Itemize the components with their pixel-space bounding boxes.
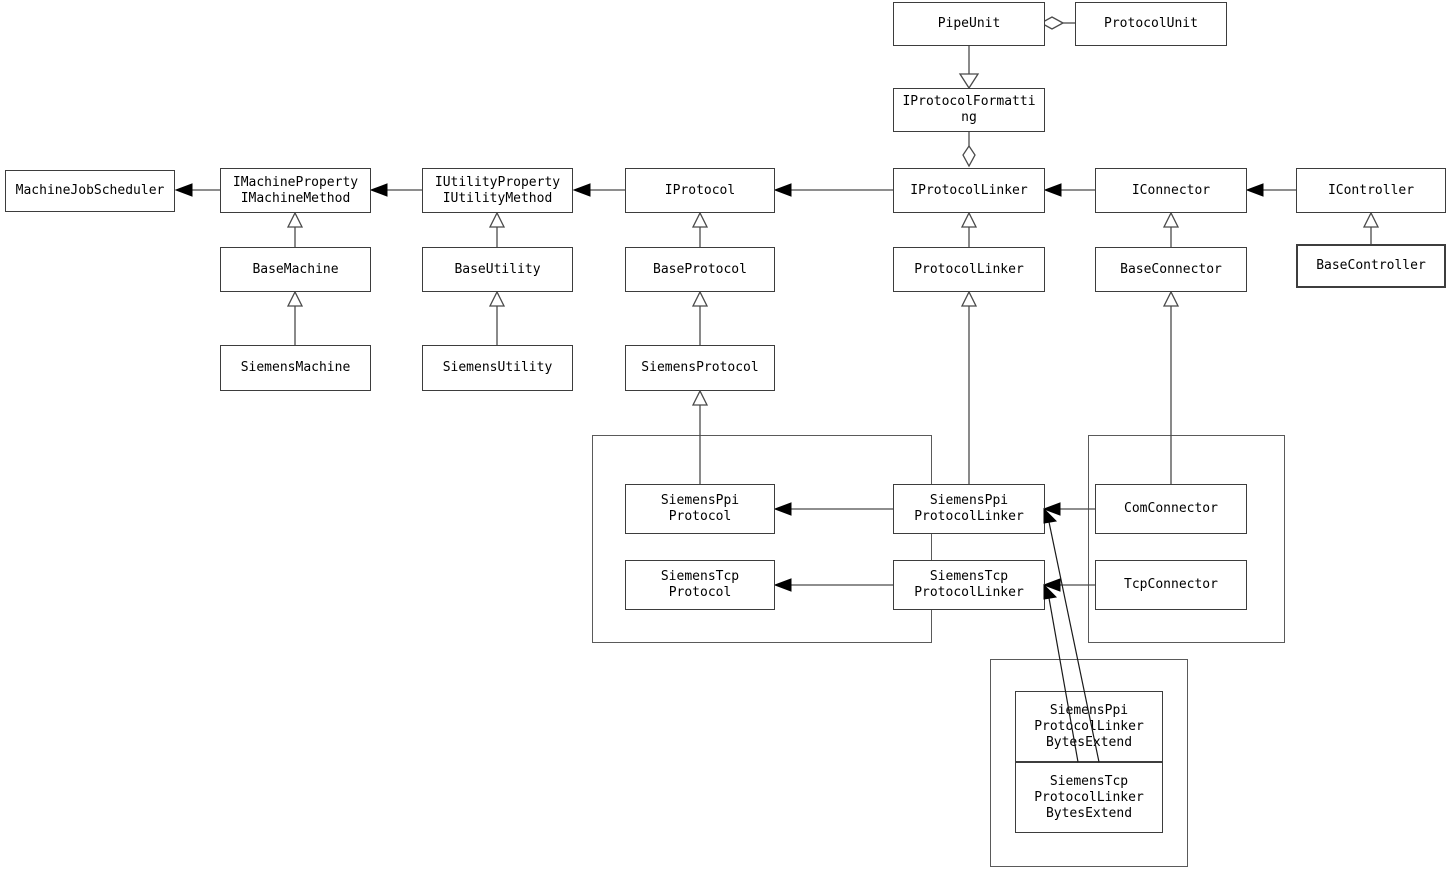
class-imachine-property[interactable]: IMachineProperty IMachineMethod bbox=[220, 168, 371, 213]
class-tcp-connector[interactable]: TcpConnector bbox=[1095, 560, 1247, 610]
group-siemens-implementations bbox=[592, 435, 932, 643]
class-machine-job-scheduler[interactable]: MachineJobScheduler bbox=[5, 170, 175, 212]
class-siemens-protocol[interactable]: SiemensProtocol bbox=[625, 345, 775, 391]
class-siemens-utility[interactable]: SiemensUtility bbox=[422, 345, 573, 391]
class-siemens-ppi-protocol[interactable]: SiemensPpi Protocol bbox=[625, 484, 775, 534]
class-protocol-linker[interactable]: ProtocolLinker bbox=[893, 247, 1045, 292]
class-siemens-tcp-protocol-linker-bytes-extend[interactable]: SiemensTcp ProtocolLinker BytesExtend bbox=[1015, 762, 1163, 833]
class-base-controller[interactable]: BaseController bbox=[1296, 244, 1446, 288]
class-siemens-tcp-protocol[interactable]: SiemensTcp Protocol bbox=[625, 560, 775, 610]
class-iprotocol[interactable]: IProtocol bbox=[625, 168, 775, 213]
class-siemens-tcp-protocol-linker[interactable]: SiemensTcp ProtocolLinker bbox=[893, 560, 1045, 610]
class-icontroller[interactable]: IController bbox=[1296, 168, 1446, 213]
class-com-connector[interactable]: ComConnector bbox=[1095, 484, 1247, 534]
class-iprotocol-linker[interactable]: IProtocolLinker bbox=[893, 168, 1045, 213]
class-iconnector[interactable]: IConnector bbox=[1095, 168, 1247, 213]
class-iprotocol-formatting[interactable]: IProtocolFormatti ng bbox=[893, 88, 1045, 132]
class-base-machine[interactable]: BaseMachine bbox=[220, 247, 371, 292]
class-siemens-ppi-protocol-linker-bytes-extend[interactable]: SiemensPpi ProtocolLinker BytesExtend bbox=[1015, 691, 1163, 762]
class-protocol-unit[interactable]: ProtocolUnit bbox=[1075, 2, 1227, 46]
group-connector-implementations bbox=[1088, 435, 1285, 643]
class-siemens-ppi-protocol-linker[interactable]: SiemensPpi ProtocolLinker bbox=[893, 484, 1045, 534]
class-siemens-machine[interactable]: SiemensMachine bbox=[220, 345, 371, 391]
class-base-utility[interactable]: BaseUtility bbox=[422, 247, 573, 292]
class-pipe-unit[interactable]: PipeUnit bbox=[893, 2, 1045, 46]
class-iutility-property[interactable]: IUtilityProperty IUtilityMethod bbox=[422, 168, 573, 213]
class-base-protocol[interactable]: BaseProtocol bbox=[625, 247, 775, 292]
class-base-connector[interactable]: BaseConnector bbox=[1095, 247, 1247, 292]
